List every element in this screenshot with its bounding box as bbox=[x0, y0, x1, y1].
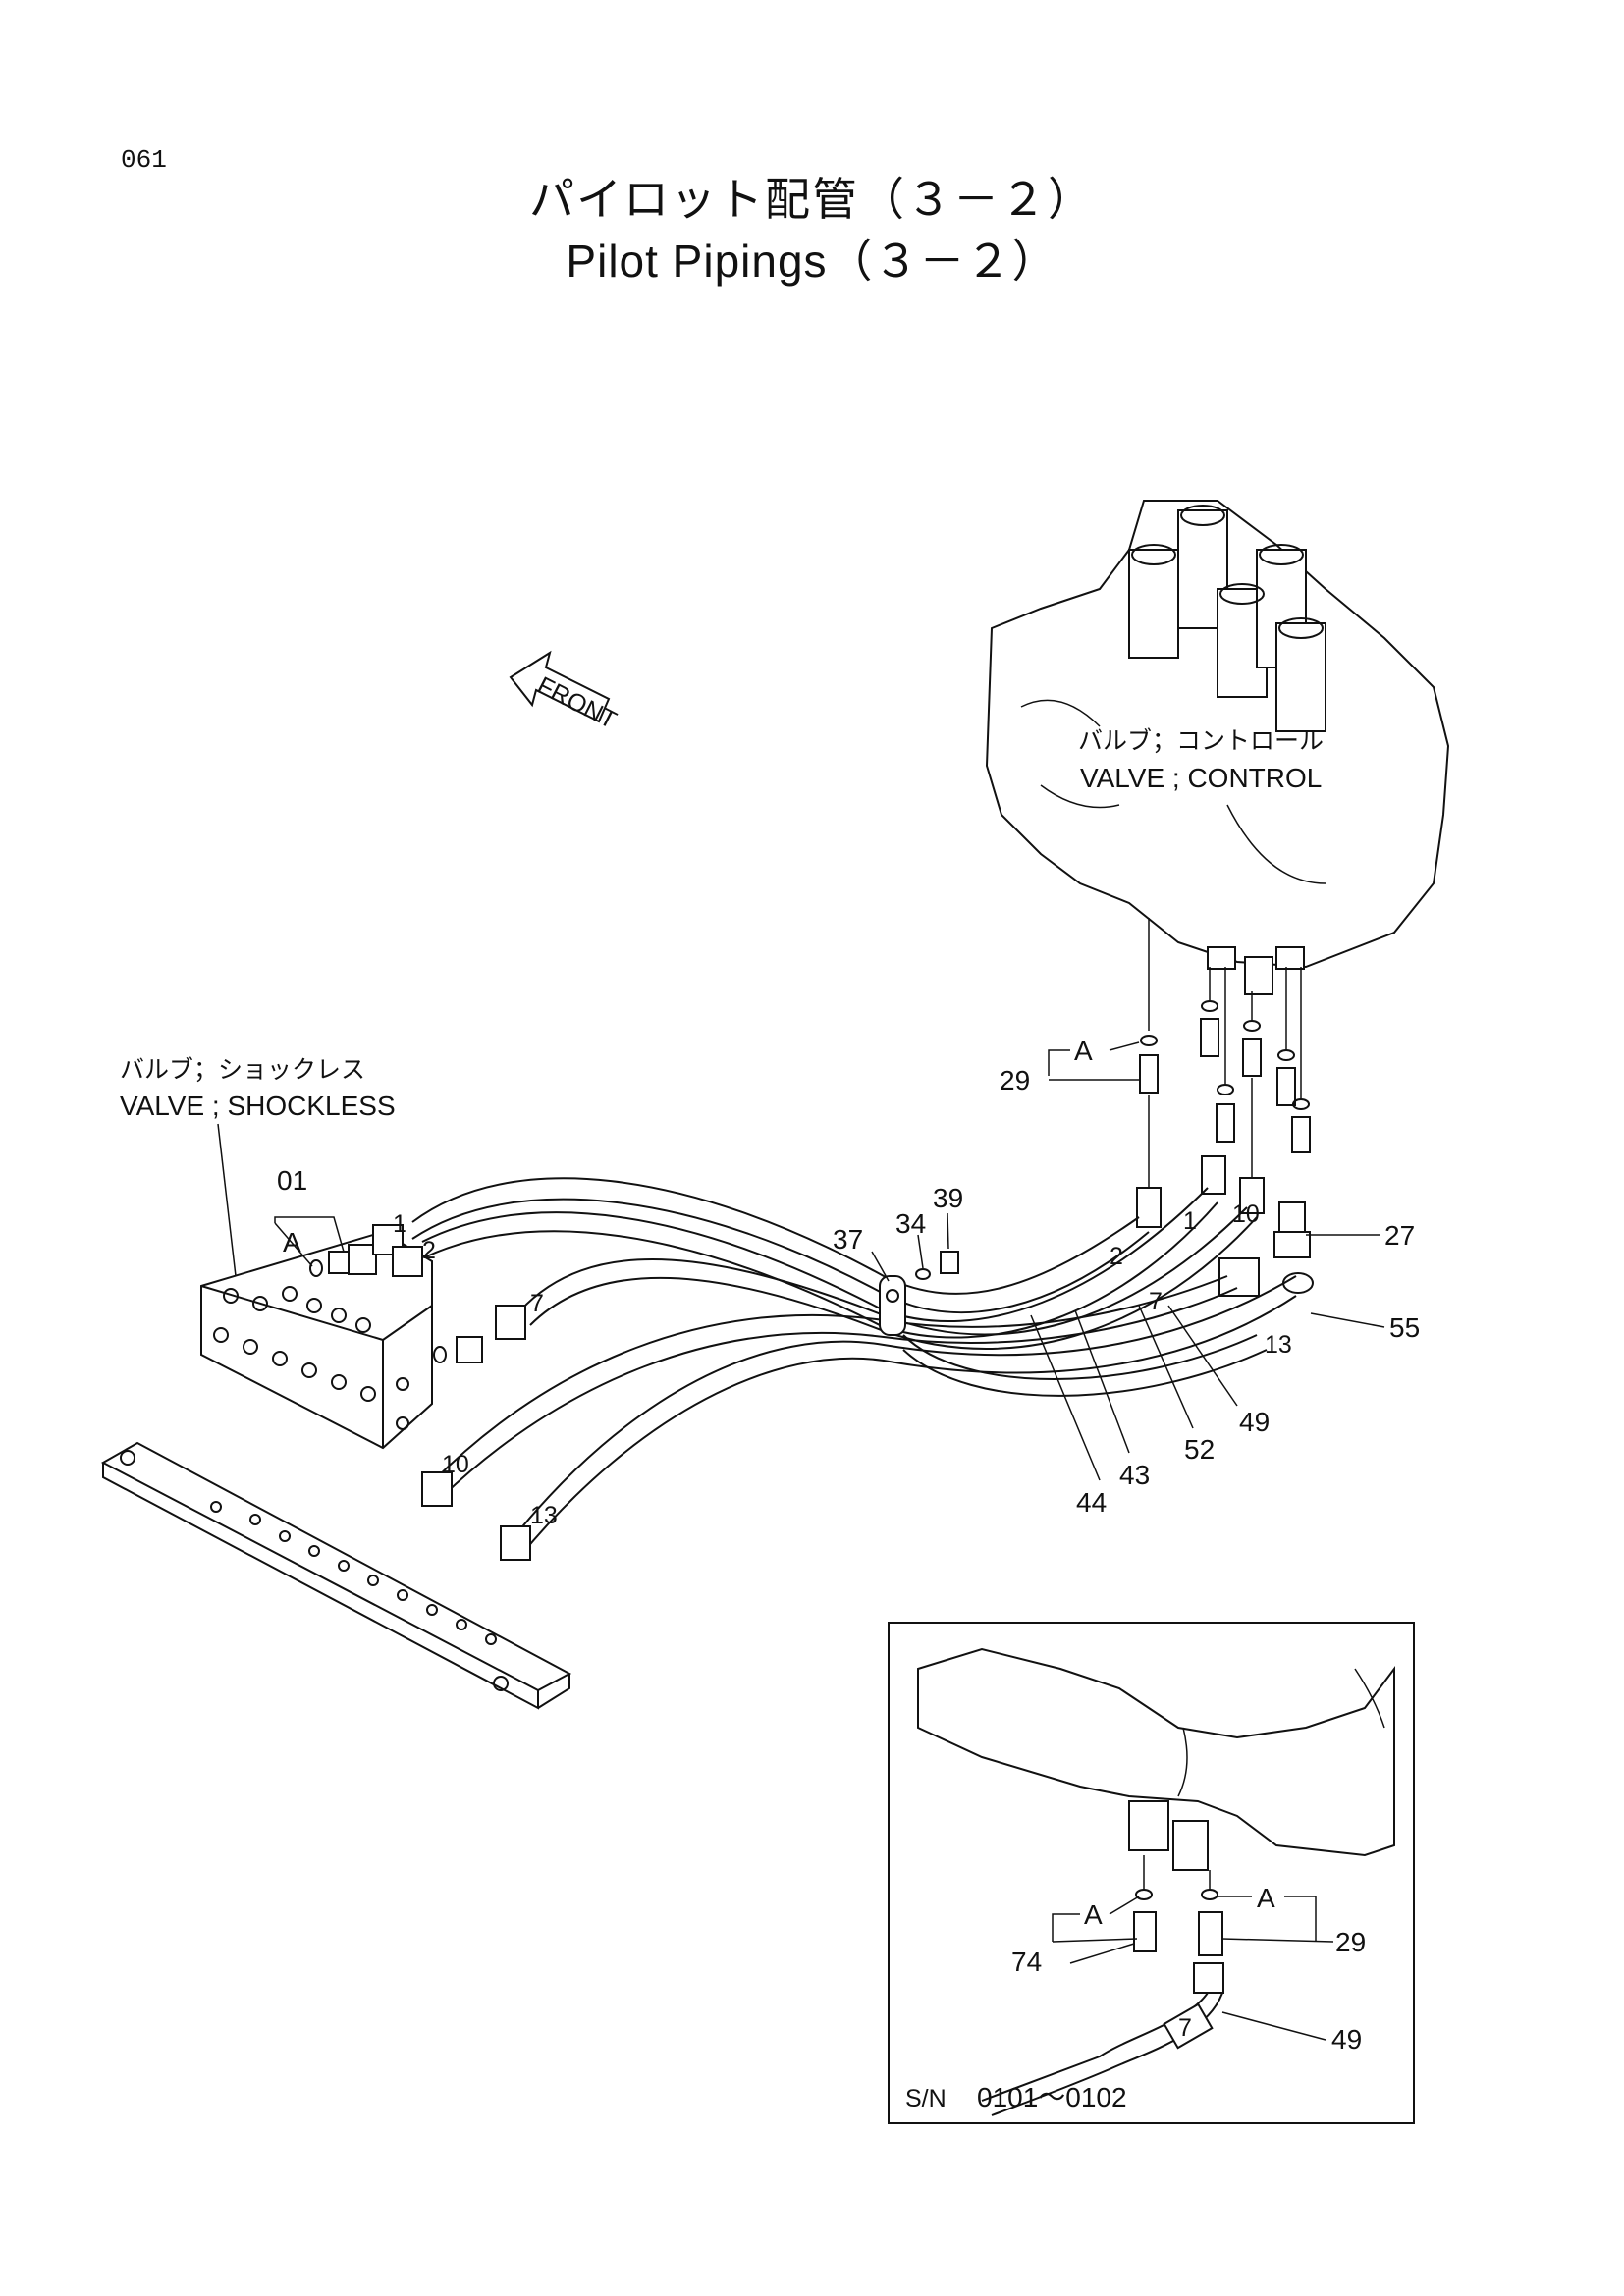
callout-44: 44 bbox=[1076, 1487, 1107, 1518]
hose-tag-1: 1 bbox=[1183, 1207, 1197, 1235]
inset-hose-tag-7: 7 bbox=[1178, 2014, 1192, 2042]
inset-callout-A-right: A bbox=[1257, 1883, 1275, 1913]
shockless-valve-label-en: VALVE ; SHOCKLESS bbox=[120, 1091, 396, 1121]
callout-43: 43 bbox=[1119, 1460, 1150, 1490]
hose-tag-2: 2 bbox=[1110, 1243, 1123, 1270]
callout-37: 37 bbox=[833, 1224, 863, 1255]
callout-29-group: A 29 bbox=[1000, 1036, 1140, 1095]
shockless-valve-label-jp: バルブ；ショックレス bbox=[120, 1055, 365, 1084]
front-label: FRONT bbox=[533, 671, 621, 734]
hose-tag-10-left: 10 bbox=[442, 1451, 469, 1478]
clamp-assembly: 37 34 39 bbox=[833, 1183, 963, 1336]
inset-callout-49: 49 bbox=[1331, 2024, 1362, 2055]
hose-tag-7: 7 bbox=[1149, 1288, 1163, 1315]
inset-serial-prefix: S/N bbox=[905, 2085, 947, 2112]
hose-tag-2-left: 2 bbox=[422, 1237, 436, 1264]
callout-01: 01 bbox=[277, 1165, 307, 1196]
callout-49: 49 bbox=[1239, 1407, 1270, 1437]
hose-tag-13-left: 13 bbox=[530, 1502, 558, 1529]
inset-callout-29: 29 bbox=[1335, 1927, 1366, 1957]
callout-A-left: A bbox=[283, 1227, 301, 1257]
inset-serial-range: 0101～0102 bbox=[977, 2082, 1127, 2112]
page-title-en: Pilot Pipings（３－２） bbox=[566, 236, 1058, 287]
hose-callouts: 1 2 10 7 13 27 55 44 43 52 49 bbox=[1030, 1201, 1420, 1518]
front-arrow: FRONT bbox=[509, 650, 621, 734]
inset-callout-A-left: A bbox=[1084, 1899, 1103, 1930]
callout-29: 29 bbox=[1000, 1065, 1030, 1095]
callout-A: A bbox=[1074, 1036, 1093, 1066]
mounting-bracket bbox=[100, 1441, 572, 1710]
callout-55: 55 bbox=[1389, 1312, 1420, 1343]
shockless-valve: バルブ；ショックレス VALVE ; SHOCKLESS 01 A 1 2 7 … bbox=[120, 1055, 558, 1561]
control-valve: バルブ；コントロール VALVE ; CONTROL bbox=[985, 500, 1450, 995]
callout-39: 39 bbox=[933, 1183, 963, 1213]
inset-detail: A 74 A 29 49 7 S/N 0101～0102 bbox=[888, 1622, 1415, 2124]
control-valve-label-en: VALVE ; CONTROL bbox=[1080, 763, 1322, 793]
control-valve-label-jp: バルブ；コントロール bbox=[1078, 726, 1324, 755]
control-valve-fittings bbox=[1136, 918, 1314, 1297]
callout-52: 52 bbox=[1184, 1434, 1215, 1465]
hose-tag-10: 10 bbox=[1232, 1201, 1260, 1228]
hose-tag-13: 13 bbox=[1265, 1331, 1292, 1359]
inset-callout-74: 74 bbox=[1011, 1947, 1042, 1977]
callout-27: 27 bbox=[1384, 1220, 1415, 1251]
page-number: 061 bbox=[121, 145, 167, 175]
page-title-jp: パイロット配管（３－２） bbox=[529, 173, 1095, 226]
callout-34: 34 bbox=[895, 1208, 926, 1239]
hose-tag-1-left: 1 bbox=[393, 1210, 406, 1238]
hose-tag-7-left: 7 bbox=[530, 1290, 544, 1317]
